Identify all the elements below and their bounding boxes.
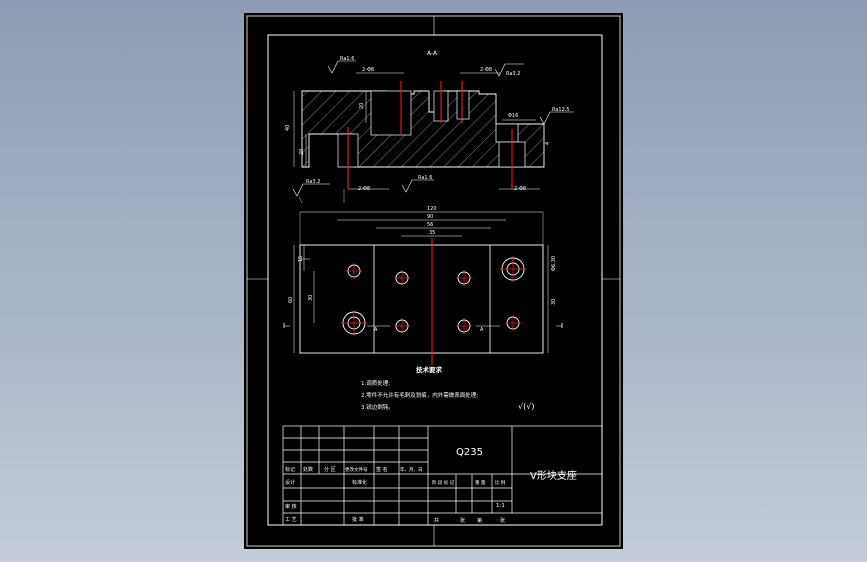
tb-header-sign: 签 名 — [376, 466, 388, 473]
tb-weight: 重 量 — [475, 479, 486, 486]
tb-header-mark: 标记 — [285, 466, 295, 473]
dim-width-90: 90 — [427, 214, 433, 220]
plan-hole-6 — [394, 318, 410, 334]
tb-footer-sheets: 张 — [460, 517, 465, 524]
dim-width-total: 120 — [427, 206, 437, 212]
finish-top-right: Ra3.2 — [506, 71, 520, 77]
section-left-recess — [370, 90, 412, 136]
tb-stage: 阶 段 标 记 — [432, 479, 455, 486]
tb-footer-no: 第 — [477, 517, 482, 524]
tb-header-date: 年、月、日 — [400, 466, 423, 473]
general-finish: √(√) — [518, 402, 534, 411]
section-body — [301, 90, 545, 168]
dim-left-15: 15 — [298, 256, 304, 262]
tech-item-3: 3.锐边倒钝。 — [361, 403, 394, 411]
dim-width-35: 35 — [429, 230, 435, 236]
section-right-slot — [456, 90, 470, 120]
plan-hole-5 — [341, 310, 367, 336]
finish-right: Ra12.5 — [552, 107, 570, 113]
dim-hole-left-top: 2-Φ8 — [362, 67, 374, 73]
drawing-canvas: A-A — [246, 15, 621, 547]
dim-right-30: 30 — [551, 299, 557, 305]
title-block-text: 标记 处数 分 区 更改文件号 签 名 年、月、日 设计 标准化 审 核 工 艺… — [285, 447, 577, 524]
finish-symbol-top-right — [494, 63, 524, 77]
plan-hole-8 — [505, 315, 521, 331]
section-view: A-A — [285, 50, 574, 204]
finish-top-left: Ra1.6 — [340, 56, 354, 62]
tb-header-doc: 更改文件号 — [345, 466, 368, 473]
finish-symbol-bottom-left — [292, 183, 330, 197]
tb-approve: 批 准 — [352, 516, 364, 523]
plan-hole-1 — [346, 263, 362, 279]
finish-symbol-top-left — [327, 60, 356, 74]
dim-bottom-left-holes: 2-Φ8 — [358, 186, 370, 192]
dim-right-small: 4 — [545, 142, 551, 145]
tb-material: Q235 — [456, 447, 483, 458]
tb-review: 审 核 — [285, 503, 297, 510]
tb-footer-sheet: 张 — [500, 517, 505, 524]
tech-heading: 技术要求 — [416, 365, 443, 374]
dim-left-height: 40 — [285, 125, 291, 131]
section-marker-right: A — [480, 327, 484, 333]
section-marker-left: A — [374, 327, 378, 333]
plan-hole-4 — [500, 256, 526, 282]
finish-symbol-right — [539, 111, 574, 125]
dim-bottom-right-holes: 2-Φ8 — [514, 186, 526, 192]
tb-title: V形块支座 — [530, 469, 577, 482]
tb-header-zone: 分 区 — [324, 466, 336, 473]
tb-footer-total: 共 — [434, 517, 439, 524]
section-right-step — [495, 123, 519, 143]
tb-scale: 1:1 — [496, 503, 505, 509]
tech-item-2: 2.零件不允许有毛刺及划痕，内外需做表面处理; — [361, 391, 478, 399]
finish-symbol-bottom-mid — [401, 179, 434, 193]
plan-hole-7 — [456, 318, 472, 334]
dim-left-60: 60 — [288, 297, 294, 303]
plan-hole-3 — [456, 270, 472, 286]
dim-left-30: 30 — [308, 295, 314, 301]
tb-process: 工 艺 — [285, 517, 297, 523]
dim-hole-right-top: 2-Φ8 — [480, 67, 492, 73]
tb-scale-label: 比 例 — [495, 479, 506, 486]
tb-header-count: 处数 — [303, 466, 313, 473]
plan-outline — [299, 244, 544, 354]
title-block — [282, 425, 603, 526]
dim-left-lower: 20 — [299, 149, 305, 155]
dim-width-56: 56 — [427, 222, 433, 228]
tb-designer: 设计 — [285, 479, 295, 486]
outer-border — [246, 15, 621, 547]
section-label: A-A — [427, 50, 438, 57]
dim-right-counterbore: Φ6.30 — [551, 256, 557, 271]
finish-bottom-mid: Ra1.6 — [418, 175, 432, 181]
finish-bottom-left: Ra3.2 — [306, 179, 320, 185]
dim-right-dia: Φ16 — [508, 113, 518, 119]
drawing-sheet: A-A — [244, 13, 623, 549]
dim-mid-height: 20 — [359, 103, 365, 109]
tech-item-1: 1.调质处理; — [361, 379, 390, 387]
plan-hole-2 — [394, 270, 410, 286]
tb-standardize: 标准化 — [352, 479, 367, 486]
plan-view: 120 90 56 35 — [283, 206, 563, 365]
tech-requirements: 技术要求 1.调质处理; 2.零件不允许有毛刺及划痕，内外需做表面处理; 3.锐… — [361, 365, 534, 411]
